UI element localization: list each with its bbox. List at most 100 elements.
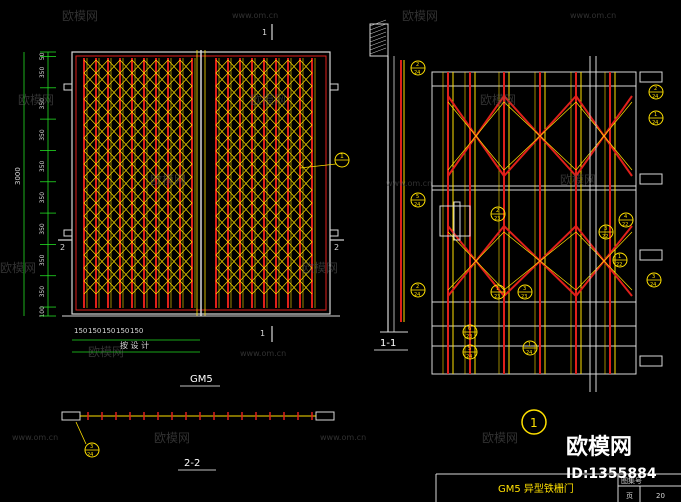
watermark-logo-id: ID:1355884 xyxy=(566,466,657,482)
bottom-dim-4: 150 xyxy=(130,327,143,335)
detail-callout-3-num: 4 xyxy=(624,214,627,220)
wall-hatch xyxy=(369,19,387,27)
detail-callout-6-den: 23 xyxy=(521,294,527,300)
vdim-label: 350 xyxy=(39,223,46,235)
watermark-site-5: www.om.cn xyxy=(12,433,58,442)
elevation-lattice xyxy=(83,59,313,295)
elev-lattice-b xyxy=(83,59,97,295)
detail-callout-3-den: 22 xyxy=(622,222,628,228)
elev-lattice-b xyxy=(131,59,145,295)
wall-hatch xyxy=(369,43,387,51)
elev-lattice-b xyxy=(299,59,313,295)
detail-lattice-red xyxy=(602,95,633,177)
elev-lattice-b xyxy=(239,59,253,295)
elev-lattice-b xyxy=(287,59,301,295)
detail-callout-5-den: 23 xyxy=(494,294,500,300)
watermark-brand-10: 欧模网 xyxy=(88,345,124,359)
detail-callout-5: 123 xyxy=(490,284,506,300)
vdim-label: 350 xyxy=(39,98,46,110)
elev-lattice-b xyxy=(251,59,265,295)
sec11-callout-2-num: 2 xyxy=(416,284,419,290)
vdim-label: 350 xyxy=(39,286,46,298)
elev-lattice-b xyxy=(95,59,109,295)
elev-lattice-a xyxy=(131,59,145,295)
detail-callout-0-num: 2 xyxy=(654,86,657,92)
section-mark-1-top: 1 xyxy=(262,28,267,37)
watermark-brand-9: 欧模网 xyxy=(302,261,338,275)
elev-lattice-a xyxy=(107,59,121,295)
design-note: 按 设 计 xyxy=(120,340,149,350)
elev-lattice-a xyxy=(95,59,109,295)
watermark-site-3: www.om.cn xyxy=(386,179,432,188)
elevation-title: GM5 xyxy=(180,374,220,387)
elev-lattice-b xyxy=(275,59,289,295)
detail-lattice-yellow xyxy=(539,231,577,291)
total-height-label: 3000 xyxy=(14,167,22,185)
elev-lattice-a xyxy=(179,59,193,295)
watermark-brand-3: 欧模网 xyxy=(18,93,54,107)
detail-callout-11-den: 22 xyxy=(616,262,622,268)
elevation-title-text: GM5 xyxy=(190,374,213,385)
bottom-dimensions: 150 150 150 150 150 按 设 计 xyxy=(72,327,200,353)
detail-callout-1-num: 1 xyxy=(654,112,657,118)
elev-lattice-b xyxy=(215,59,229,295)
detail-callout-7: 124 xyxy=(522,340,538,356)
watermark-brand-11: 欧模网 xyxy=(154,431,190,445)
detail-callout-6-num: 3 xyxy=(523,286,526,292)
detail-callout-9-num: 5 xyxy=(468,346,471,352)
watermark-site-6: www.om.cn xyxy=(320,433,366,442)
bottom-dim-3: 150 xyxy=(116,327,129,335)
detail-callout-6: 323 xyxy=(517,284,533,300)
detail-callout-2-den: 23 xyxy=(494,216,500,222)
watermark-site-2: www.om.cn xyxy=(570,11,616,20)
wall-hatch xyxy=(369,31,387,39)
detail-callout-10-num: 3 xyxy=(652,274,655,280)
detail-callout-4-den: 22 xyxy=(602,234,608,240)
detail-callout-0: 224 xyxy=(648,84,664,100)
watermark-brand-2: 欧模网 xyxy=(402,9,438,23)
watermark-brand-6: 欧模网 xyxy=(150,173,186,187)
section-2-2-title: 2-2 xyxy=(184,458,200,469)
vdim-label: 350 xyxy=(39,67,46,79)
wall-hatch xyxy=(369,35,387,43)
vdim-label: 350 xyxy=(39,192,46,204)
detail-lattice-yellow xyxy=(475,231,505,291)
elev-lattice-b xyxy=(155,59,169,295)
sec11-callout-0-den: 24 xyxy=(414,70,420,76)
detail-lattice-yellow xyxy=(603,101,633,171)
detail-lattice-red xyxy=(474,95,505,177)
detail-lattice-yellow xyxy=(475,101,505,171)
title-block-page-label: 页 xyxy=(626,492,633,500)
detail-callout-7-den: 24 xyxy=(526,350,532,356)
detail-callout-8: 623 xyxy=(462,324,478,340)
watermark-brand-8: 欧模网 xyxy=(0,261,36,275)
sec22-callout-num: 3 xyxy=(90,444,93,450)
sec11-callout-1: 524 xyxy=(410,192,426,208)
detail-callout-1: 124 xyxy=(648,110,664,126)
section-mark-1-bottom: 1 xyxy=(260,329,265,338)
detail-callout-10-den: 24 xyxy=(650,282,656,288)
vdim-label: 350 xyxy=(39,129,46,141)
detail-lattice-yellow xyxy=(539,101,577,171)
detail-callout-2-num: 2 xyxy=(496,208,499,214)
detail-callout-0-den: 24 xyxy=(652,94,658,100)
title-block-title: GM5 异型铁栅门 xyxy=(498,482,574,495)
detail-callout-4-num: 3 xyxy=(604,226,607,232)
elevation-bars xyxy=(83,58,316,308)
detail-callout-2: 223 xyxy=(490,206,506,222)
elev-lattice-a xyxy=(215,59,229,295)
elev-lattice-b xyxy=(263,59,277,295)
vdim-label: 350 xyxy=(39,160,46,172)
detail-callout-5-num: 1 xyxy=(496,286,499,292)
elevation-callout-num: 1 xyxy=(340,153,344,160)
elev-lattice-b xyxy=(167,59,181,295)
watermarks: 欧模网 www.om.cn 欧模网 www.om.cn 欧模网 欧模网 欧模网 … xyxy=(0,9,616,445)
elev-lattice-b xyxy=(227,59,241,295)
detail-callout-1-den: 24 xyxy=(652,120,658,126)
watermark-logo-brand: 欧模网 xyxy=(566,434,632,460)
detail-callout-10: 324 xyxy=(646,272,662,288)
sec22-callout-den: 24 xyxy=(87,452,93,458)
